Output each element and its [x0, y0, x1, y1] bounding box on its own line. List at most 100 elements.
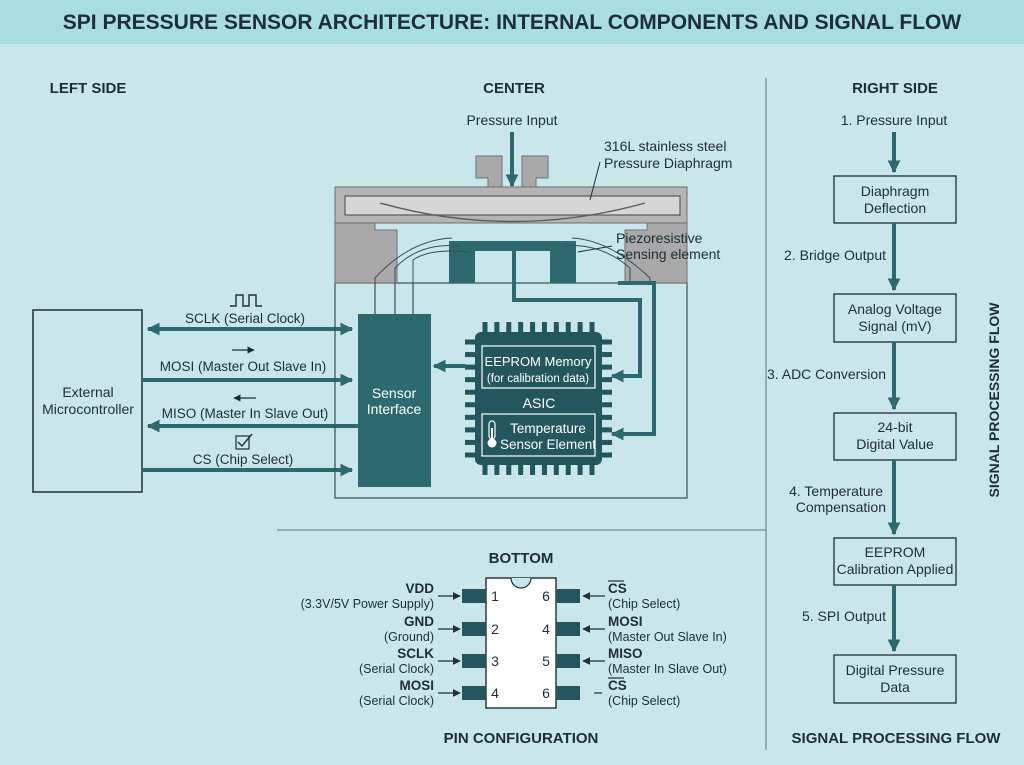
pin-number: 4: [491, 685, 499, 701]
flow-box-2-line2: Signal (mV): [858, 318, 931, 334]
asic-pin: [602, 427, 612, 433]
asic-pin: [577, 322, 583, 332]
pin-description: (Chip Select): [608, 597, 680, 611]
asic-pin: [506, 465, 512, 475]
asic-chip: [475, 332, 602, 465]
pin-name: MOSI: [399, 678, 434, 693]
pin-description: (3.3V/5V Power Supply): [301, 597, 434, 611]
asic-pin: [602, 452, 612, 458]
flow-box-digital-pressure: [833, 654, 957, 704]
flow-box-eeprom-calibration: [833, 537, 957, 586]
asic-pin: [602, 439, 612, 445]
cs-label: CS (Chip Select): [193, 452, 294, 467]
pin-name: SCLK: [397, 646, 434, 661]
pin-name: MISO: [608, 646, 643, 661]
pin-number: 5: [542, 653, 550, 669]
asic-pin: [602, 364, 612, 370]
pin-number: 6: [542, 588, 550, 604]
asic-pin: [530, 465, 536, 475]
flow-step-spi-output: 5. SPI Output: [802, 608, 886, 624]
flow-step-pressure-input: 1. Pressure Input: [841, 112, 948, 128]
sensor-interface-line2: Interface: [367, 401, 422, 417]
flow-box-analog-voltage: [833, 293, 957, 343]
pin-description: (Master In Slave Out): [608, 662, 727, 676]
checkbox-icon: [235, 433, 253, 450]
pressure-port-left: [475, 155, 503, 188]
section-right-header: RIGHT SIDE: [852, 80, 938, 97]
title-bar: [0, 0, 1024, 44]
flow-box-4-line1: EEPROM: [865, 544, 926, 560]
clock-waveform-icon: [230, 294, 262, 307]
flow-box-2-line1: Analog Voltage: [848, 301, 942, 317]
sensor-housing-outline: [334, 282, 688, 499]
pin-number: 2: [491, 621, 499, 637]
pin-name: CS: [608, 581, 627, 596]
pin-description: (Serial Clock): [359, 662, 434, 676]
pin-name: VDD: [405, 581, 434, 596]
flow-step-bridge-output: 2. Bridge Output: [784, 247, 886, 263]
page-title: SPI PRESSURE SENSOR ARCHITECTURE: INTERN…: [63, 11, 962, 34]
asic-pin: [565, 465, 571, 475]
eeprom-label-line1: EEPROM Memory: [485, 354, 592, 369]
pressure-diaphragm: [344, 195, 681, 216]
section-left-header: LEFT SIDE: [50, 80, 127, 97]
asic-pin: [465, 414, 475, 420]
piezo-bridge: [449, 241, 576, 251]
asic-pin: [465, 364, 475, 370]
temperature-label-line2: Sensor Element: [500, 437, 596, 452]
flow-step-temp-comp-line2: Compensation: [796, 499, 886, 515]
asic-pin: [465, 402, 475, 408]
ic-pin-right: [556, 654, 580, 668]
asic-pin: [602, 414, 612, 420]
flow-step-temp-comp-line1: 4. Temperature: [789, 483, 883, 499]
asic-pin: [577, 465, 583, 475]
ic-pin-right: [556, 686, 580, 700]
flow-box-1-line1: Diaphragm: [861, 183, 929, 199]
sensor-interface-block: [358, 314, 431, 487]
flow-box-3-line2: Digital Value: [856, 436, 934, 452]
asic-pin: [465, 452, 475, 458]
temperature-signal-path: [610, 281, 656, 441]
diaphragm-label-line1: 316L stainless steel: [604, 138, 726, 154]
ic-package: [485, 577, 557, 709]
pressure-port-right: [521, 155, 549, 188]
piezo-to-asic-signal: [512, 251, 642, 383]
diaphragm-label-line2: Pressure Diaphragm: [604, 155, 732, 171]
asic-pin: [482, 465, 488, 475]
pin-number: 3: [491, 653, 499, 669]
miso-label: MISO (Master In Slave Out): [162, 406, 329, 421]
pin-number: 1: [491, 588, 499, 604]
asic-pin: [602, 389, 612, 395]
section-center-header: CENTER: [483, 80, 545, 97]
eeprom-box: [481, 345, 596, 389]
bond-wires: [374, 237, 651, 283]
piezo-label-line2: Sensing element: [616, 246, 720, 262]
signal-flow-bottom-title: SIGNAL PROCESSING FLOW: [792, 730, 1002, 747]
pressure-input-label: Pressure Input: [466, 112, 557, 128]
flow-box-5-line1: Digital Pressure: [846, 662, 945, 678]
ic-pin-right: [556, 589, 580, 603]
asic-pin: [494, 322, 500, 332]
eeprom-label-line2: (for calibration data): [487, 373, 589, 385]
asic-pin: [589, 465, 595, 475]
pin-description: (Chip Select): [608, 694, 680, 708]
asic-pin: [465, 439, 475, 445]
asic-pin: [518, 322, 524, 332]
asic-pin: [602, 402, 612, 408]
ic-notch: [510, 577, 532, 589]
pin-number: 6: [542, 685, 550, 701]
asic-pin: [589, 322, 595, 332]
external-microcontroller-box: [32, 309, 143, 493]
ic-pin-left: [462, 589, 486, 603]
asic-pin: [541, 322, 547, 332]
asic-pin: [506, 322, 512, 332]
asic-pin: [553, 465, 559, 475]
pin-name: GND: [404, 614, 434, 629]
thermometer-icon: [487, 420, 497, 448]
asic-pin: [465, 389, 475, 395]
asic-pin: [530, 322, 536, 332]
interface-wires: [374, 283, 414, 314]
